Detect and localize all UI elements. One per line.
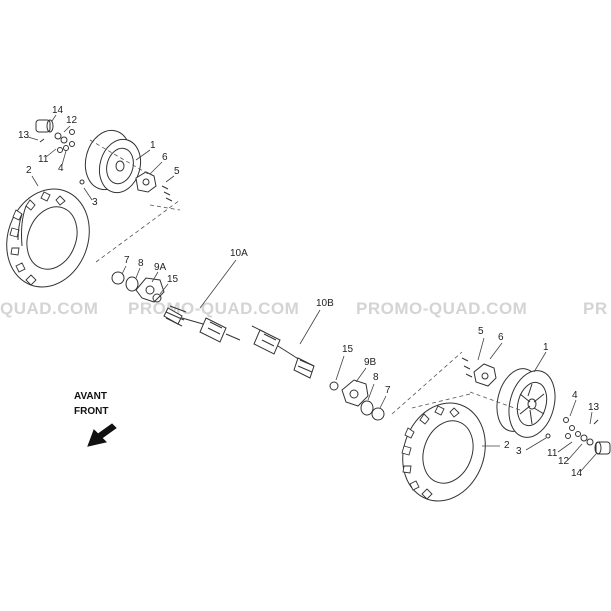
watermark-text: PR <box>583 299 608 318</box>
callout-14: 14 <box>52 105 64 116</box>
left-knuckle-assembly <box>111 271 165 303</box>
callout-5: 5 <box>478 326 484 337</box>
left-hub-cap <box>35 119 54 133</box>
left-nuts <box>39 129 85 185</box>
right-knuckle-assembly <box>329 379 385 421</box>
callout-13: 13 <box>588 402 600 413</box>
right-hub-cap <box>594 441 611 455</box>
right-nuts <box>545 417 599 446</box>
left-knuckle-callouts: 7 8 9A 15 10A <box>121 248 248 309</box>
right-wheel-callouts: 5 6 1 4 13 2 3 11 12 14 <box>477 326 600 479</box>
right-wheel-assembly <box>391 351 611 502</box>
left-knuckle <box>135 277 165 303</box>
callout-4: 4 <box>572 390 578 401</box>
callout-7: 7 <box>385 385 391 396</box>
left-studs <box>161 185 173 202</box>
left-wheel-callouts: 14 12 13 11 4 1 6 5 2 3 <box>18 105 180 208</box>
callout-8: 8 <box>138 258 144 269</box>
right-drive-axle <box>251 325 315 379</box>
callout-6: 6 <box>162 152 168 163</box>
callout-9B: 9B <box>364 357 377 368</box>
callout-10A: 10A <box>230 248 248 259</box>
left-bearing <box>125 276 139 292</box>
right-tire <box>401 402 486 502</box>
avant-label: AVANT <box>74 391 107 402</box>
arrow-icon <box>87 423 117 447</box>
callout-9A: 9A <box>154 262 167 273</box>
callout-10B: 10B <box>316 298 334 309</box>
callout-3: 3 <box>516 446 522 457</box>
callout-5: 5 <box>174 166 180 177</box>
callout-15: 15 <box>167 274 179 285</box>
callout-14: 14 <box>571 468 583 479</box>
callout-15: 15 <box>342 344 354 355</box>
callout-13: 13 <box>18 130 30 141</box>
callout-11: 11 <box>38 154 49 165</box>
left-wheel-assembly <box>6 119 181 288</box>
left-rim <box>84 129 142 194</box>
right-seal <box>329 381 339 391</box>
front-label: FRONT <box>74 406 108 417</box>
callout-2: 2 <box>26 165 32 176</box>
callout-12: 12 <box>558 456 570 467</box>
callout-4: 4 <box>58 163 64 174</box>
callout-6: 6 <box>498 332 504 343</box>
callout-7: 7 <box>124 255 130 266</box>
callout-12: 12 <box>66 115 78 126</box>
left-tire <box>6 188 90 288</box>
callout-8: 8 <box>373 372 379 383</box>
right-circlip <box>371 407 385 421</box>
callout-1: 1 <box>150 140 156 151</box>
watermark-text: PROMO-QUAD.COM <box>356 299 527 318</box>
callout-3: 3 <box>92 197 98 208</box>
right-hub <box>473 363 497 387</box>
right-studs <box>461 357 473 378</box>
left-seal <box>152 293 162 303</box>
callout-11: 11 <box>547 448 558 459</box>
watermark: QUAD.COM PROMO-QUAD.COM PROMO-QUAD.COM P… <box>0 299 608 318</box>
right-knuckle-callouts: 10B 15 9B 8 7 <box>299 298 391 409</box>
right-bearing <box>360 400 374 416</box>
callout-2: 2 <box>504 440 510 451</box>
left-circlip <box>111 271 125 285</box>
left-hub <box>135 171 157 193</box>
watermark-text: QUAD.COM <box>0 299 98 318</box>
front-direction-indicator: AVANT FRONT <box>74 391 117 447</box>
callout-1: 1 <box>543 342 549 353</box>
right-rim <box>496 368 556 438</box>
left-drive-axle <box>163 305 241 343</box>
right-knuckle <box>341 379 369 407</box>
